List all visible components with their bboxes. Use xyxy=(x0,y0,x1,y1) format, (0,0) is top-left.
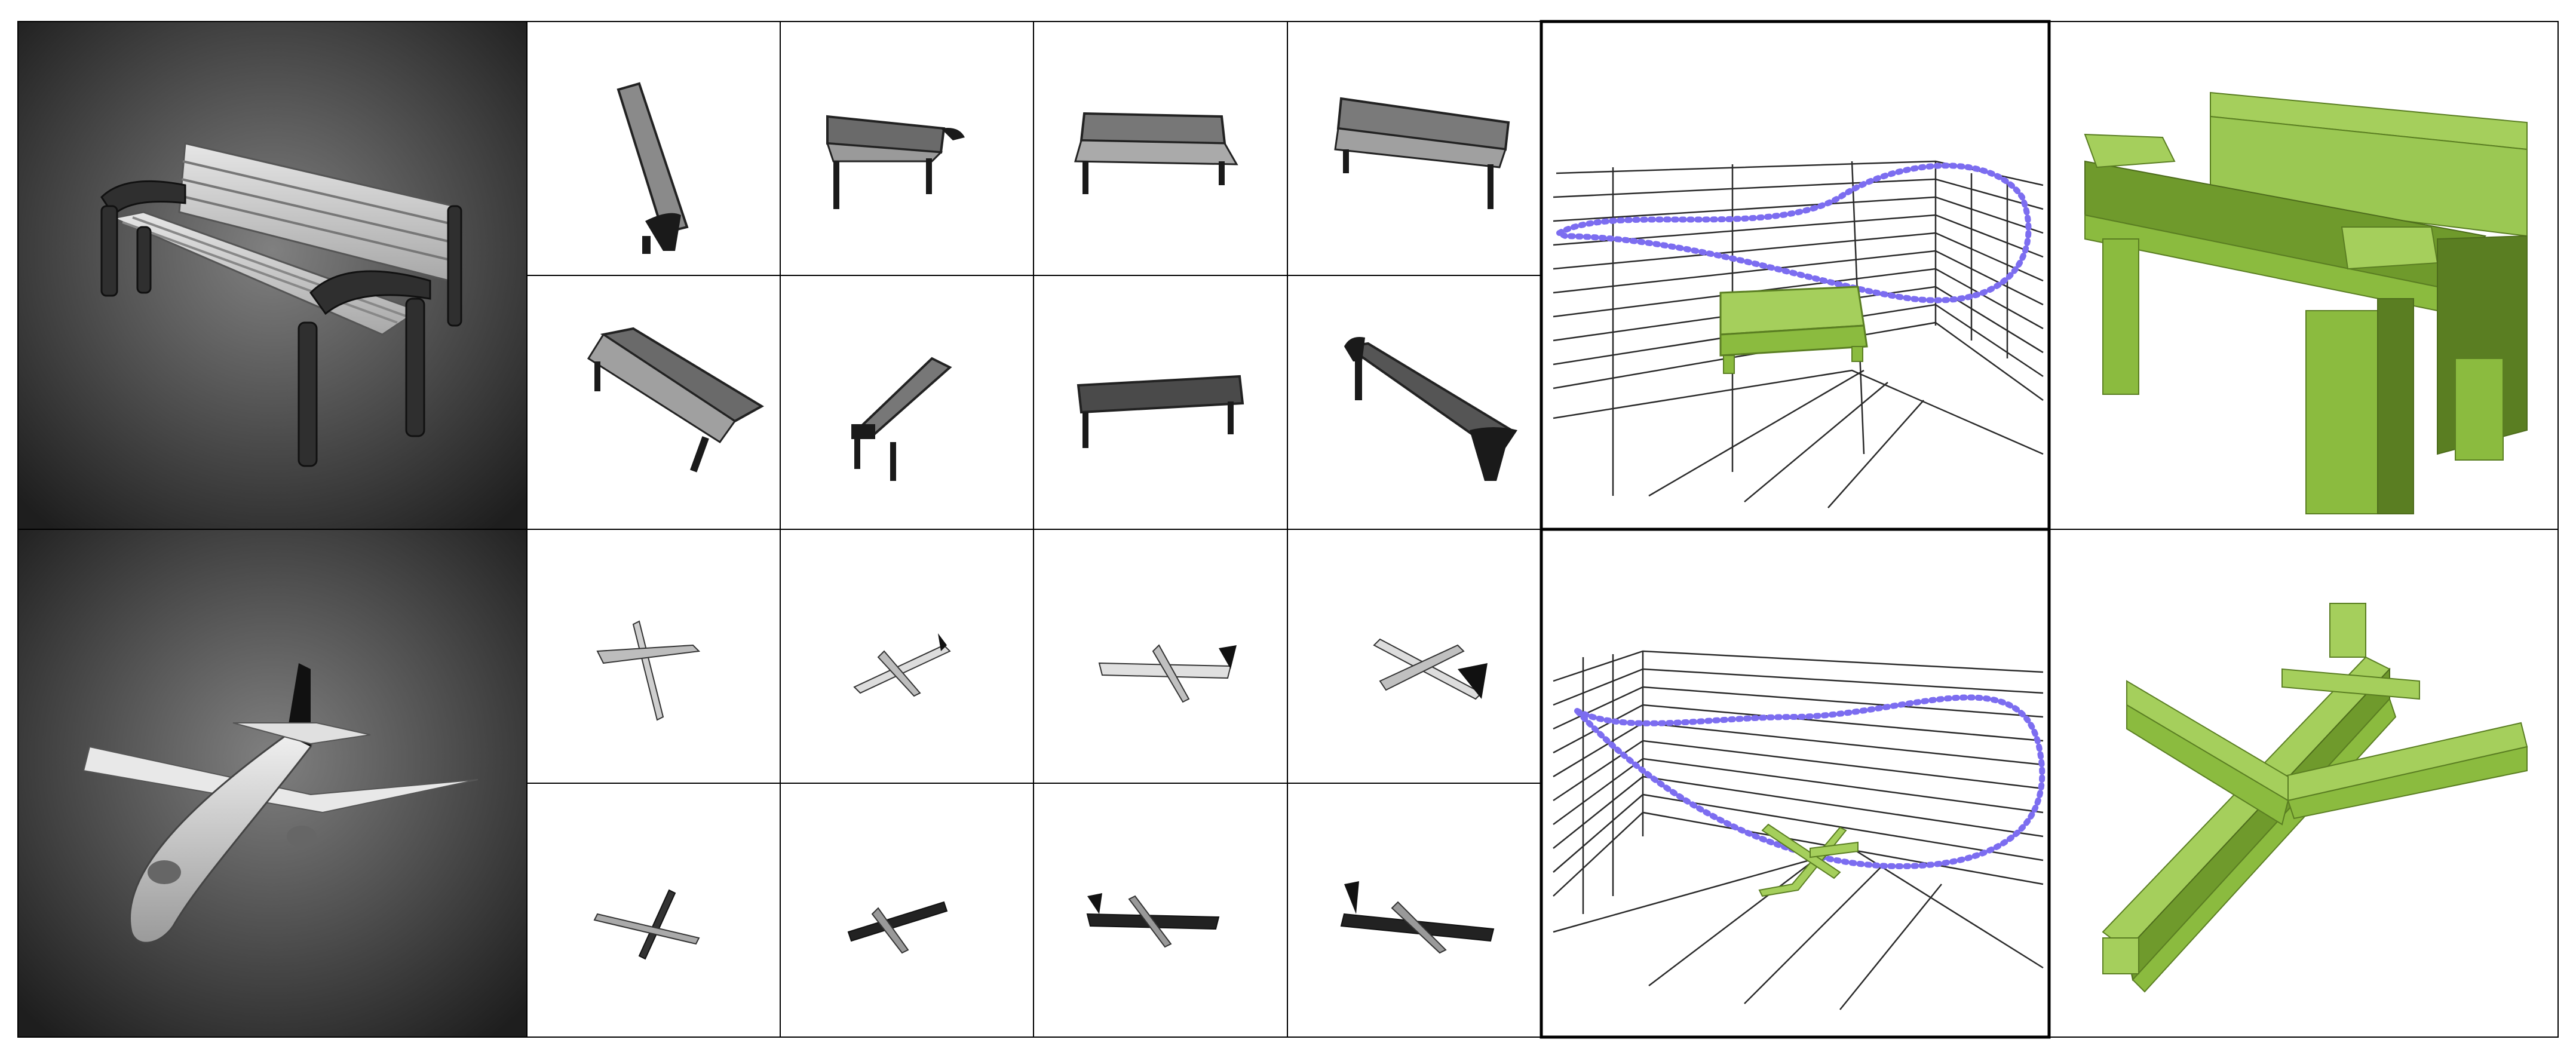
trajectory-grid xyxy=(1553,650,2044,1010)
airplane-view-8 xyxy=(1340,881,1495,954)
bench-view-7 xyxy=(1077,375,1244,448)
bench-view-8 xyxy=(1344,337,1517,481)
airplane-view-7 xyxy=(1086,893,1220,948)
airplane-voxel-reconstruction xyxy=(2049,529,2558,1037)
rendered-airplane-model xyxy=(18,529,527,1037)
bench-view-3 xyxy=(1074,112,1238,194)
camera-trajectory-around-bench xyxy=(1541,22,2049,529)
rendered-bench-model xyxy=(18,22,527,529)
figure-borders xyxy=(17,20,2559,1039)
bench-voxel-small xyxy=(1719,286,1868,374)
bench-view-4 xyxy=(1334,97,1510,209)
airplane-view-2 xyxy=(853,633,951,697)
camera-trajectory-path xyxy=(1553,162,2032,303)
airplane-view-6 xyxy=(847,901,948,954)
airplane-view-3 xyxy=(1098,644,1237,703)
camera-trajectory-around-airplane xyxy=(1541,529,2049,1037)
airplane-view-5 xyxy=(593,889,700,960)
airplane-view-4 xyxy=(1373,638,1488,700)
bench-frame xyxy=(100,180,462,467)
bench-view-1 xyxy=(617,82,689,254)
bench-view-2 xyxy=(826,115,965,209)
bench-view-6 xyxy=(851,357,952,481)
camera-trajectory-path xyxy=(1575,694,2046,870)
airplane-voxel-small xyxy=(1758,823,1859,897)
bench-voxel-reconstruction xyxy=(2049,22,2558,529)
airplane-view-1 xyxy=(596,620,701,721)
bench-view-5 xyxy=(587,327,764,473)
